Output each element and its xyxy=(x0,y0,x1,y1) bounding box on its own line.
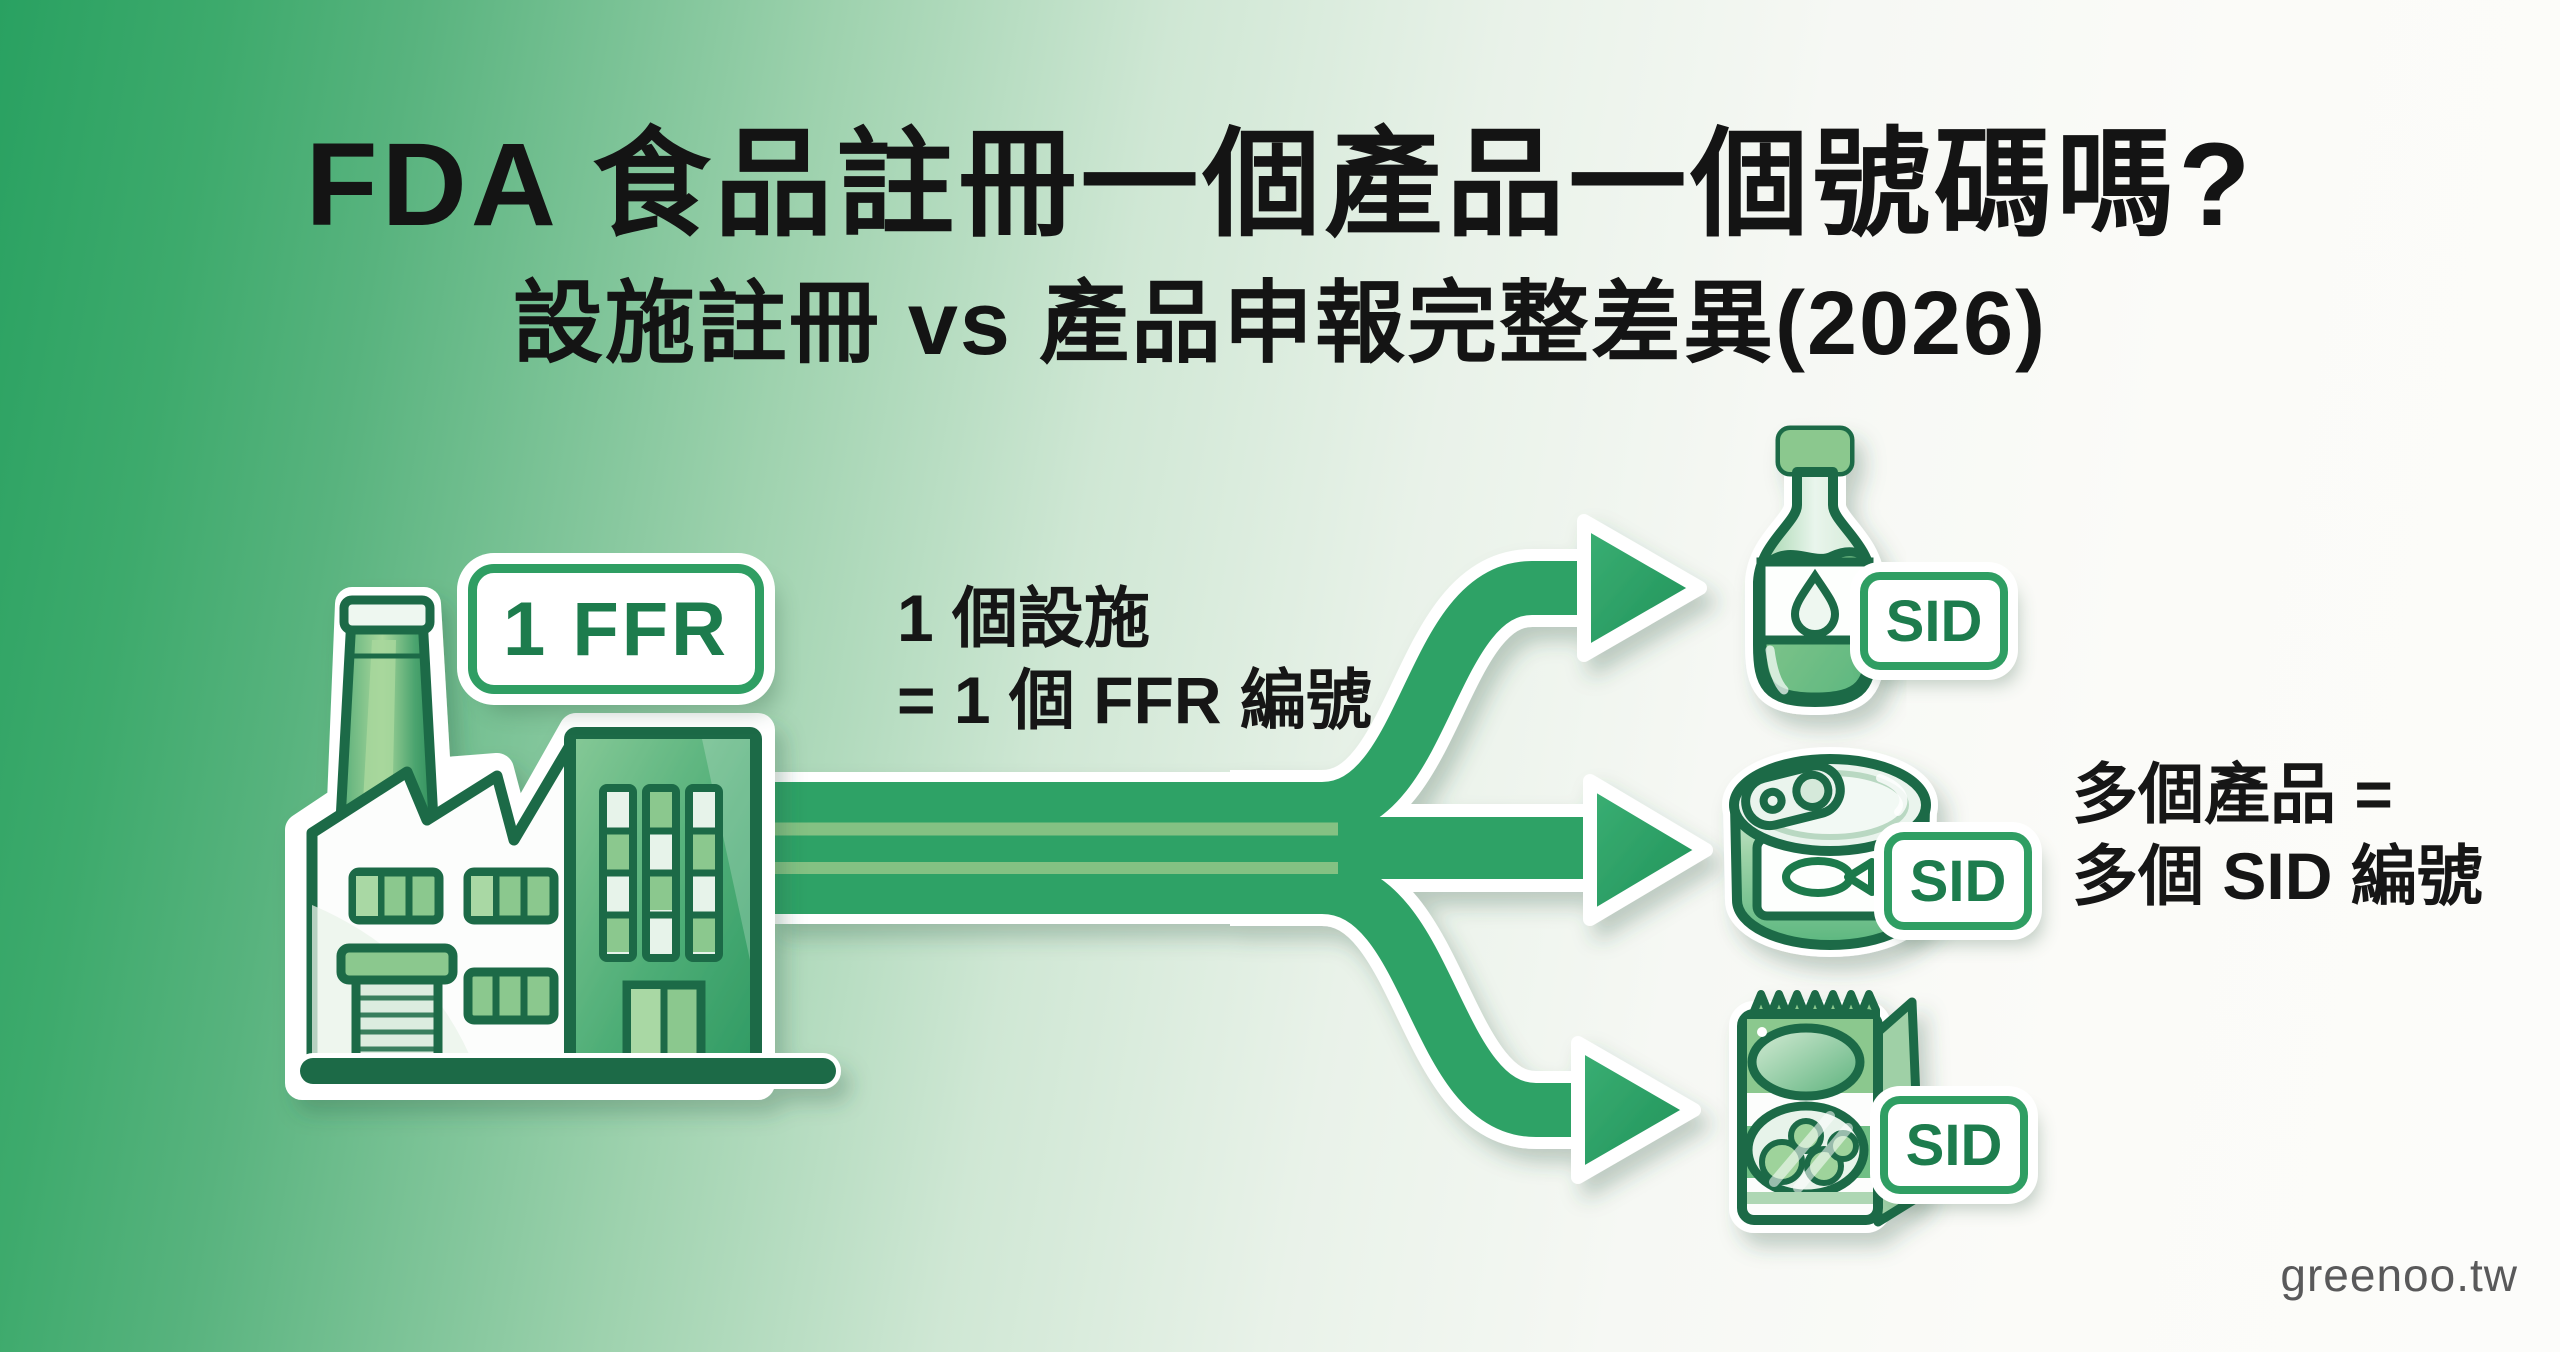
ffr-badge-label: 1 FFR xyxy=(502,586,730,672)
facility-equation-label: 1 個設施 = 1 個 FFR 編號 xyxy=(897,578,1372,742)
bottle-icon xyxy=(1745,425,1885,715)
sid-badge-bottle-label: SID xyxy=(1885,588,1983,654)
droplet-icon xyxy=(1790,568,1840,638)
arrowhead-top xyxy=(1577,514,1707,662)
ffr-badge: 1 FFR xyxy=(468,564,764,694)
products-equation-line1: 多個產品 = xyxy=(2072,757,2393,831)
page-subtitle: 設施註冊 vs 產品申報完整差異(2026) xyxy=(512,274,2048,374)
arrowhead-middle xyxy=(1583,774,1713,926)
products-equation-label: 多個產品 = 多個 SID 編號 xyxy=(2072,754,2483,918)
watermark: greenoo.tw xyxy=(2280,1249,2518,1301)
factory-icon xyxy=(285,587,841,1100)
arrowhead-bottom xyxy=(1571,1036,1701,1184)
facility-equation-line1: 1 個設施 xyxy=(897,581,1151,655)
products-equation-line2: 多個 SID 編號 xyxy=(2072,838,2483,913)
garage-lintel xyxy=(336,943,458,985)
bag-icon xyxy=(1729,990,1925,1233)
fish-icon xyxy=(1782,857,1876,897)
can-icon xyxy=(1722,747,1938,957)
bag-label-oval xyxy=(1747,1023,1865,1101)
ground-line xyxy=(295,1053,841,1089)
facility-equation-line2: = 1 個 FFR 編號 xyxy=(897,662,1372,737)
pull-tab xyxy=(1741,761,1845,831)
branching-arrows xyxy=(770,514,1713,1184)
sid-badge-can: SID xyxy=(1884,832,2032,930)
sid-badge-bottle: SID xyxy=(1860,572,2008,670)
sid-badge-can-label: SID xyxy=(1909,848,2007,914)
arrow-top-ribbon xyxy=(1230,561,1598,836)
arrow-bottom-ribbon xyxy=(1230,860,1588,1137)
page-title: FDA 食品註冊一個產品一個號碼嗎? xyxy=(305,119,2255,251)
sid-badge-bag: SID xyxy=(1880,1096,2028,1194)
sid-badge-bag-label: SID xyxy=(1905,1112,2003,1178)
